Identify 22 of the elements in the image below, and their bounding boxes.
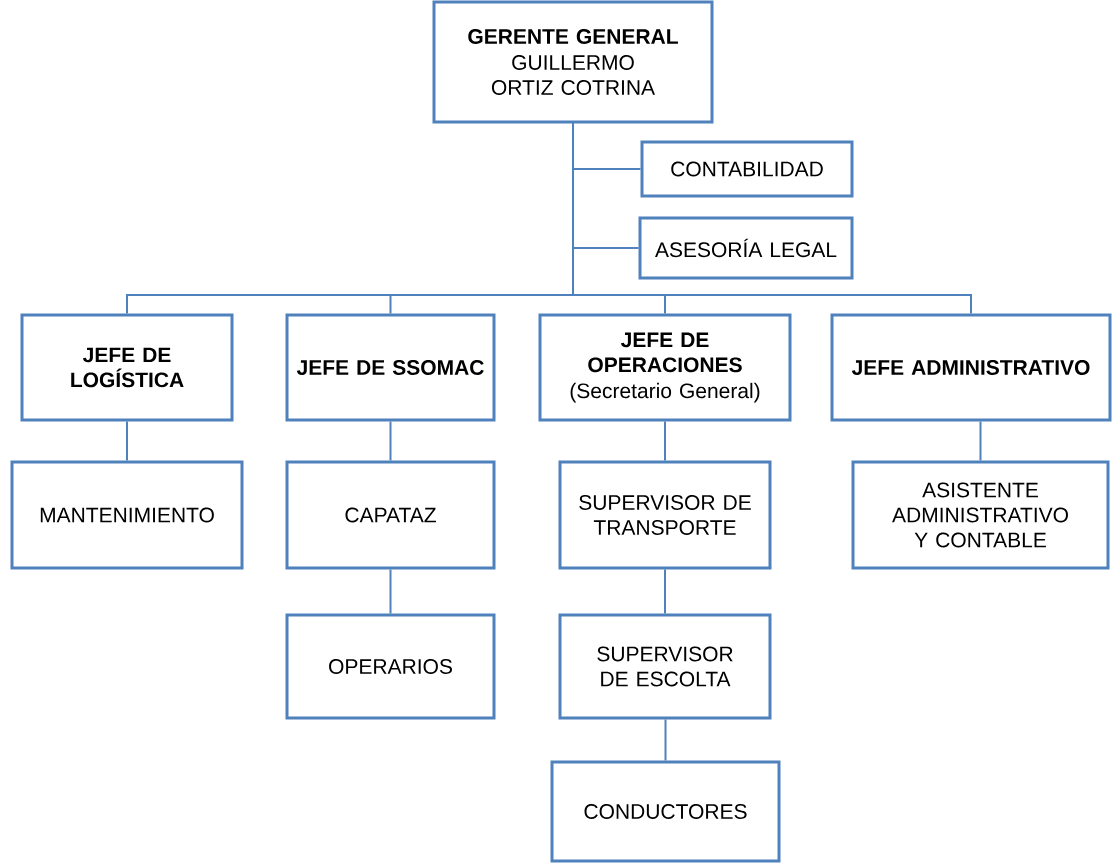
position-box: JEFE DE SSOMAC <box>285 313 496 422</box>
connector-line <box>664 718 667 762</box>
position-box: CONTABILIDAD <box>640 140 854 198</box>
position-box: JEFE DE LOGÍSTICA <box>20 313 234 422</box>
position-box: SUPERVISOR DE ESCOLTA <box>558 613 772 720</box>
position-box: OPERARIOS <box>285 613 496 720</box>
position-box: CONDUCTORES <box>550 760 781 863</box>
position-box: SUPERVISOR DE TRANSPORTE <box>558 460 772 570</box>
position-box: MANTENIMIENTO <box>10 460 244 570</box>
position-box: CAPATAZ <box>285 460 496 570</box>
position-box: ASISTENTE ADMINISTRATIVO Y CONTABLE <box>851 460 1110 570</box>
position-box: ASESORÍA LEGAL <box>638 216 854 280</box>
position-box: JEFE ADMINISTRATIVO <box>830 313 1112 422</box>
connector-line <box>389 568 392 615</box>
connector-line <box>664 568 666 615</box>
connector-line <box>572 122 972 315</box>
connector-line <box>389 420 392 462</box>
connector-line <box>979 420 982 462</box>
position-box: JEFE DE OPERACIONES (Secretario General) <box>538 313 792 422</box>
position-box: GERENTE GENERAL GUILLERMO ORTIZ COTRINA <box>432 0 714 124</box>
connector-line <box>664 420 666 462</box>
connector-line <box>126 420 128 462</box>
